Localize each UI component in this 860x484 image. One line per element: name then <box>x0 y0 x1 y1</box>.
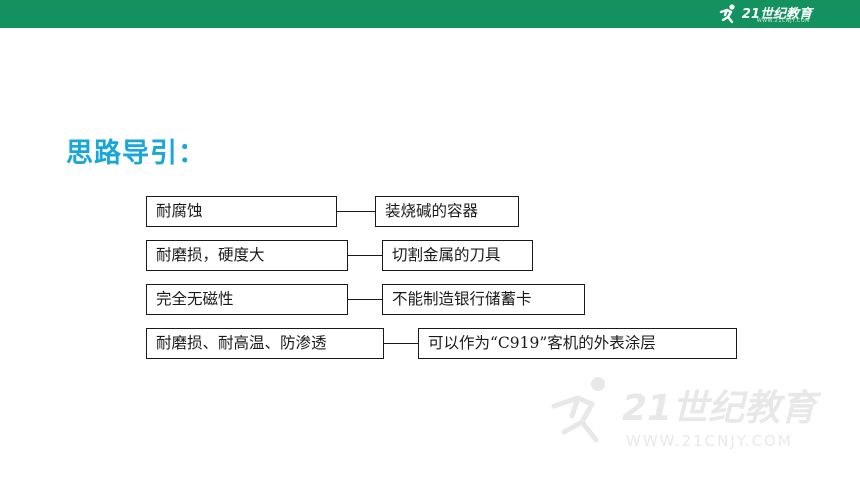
property-box-1: 耐腐蚀 <box>146 196 337 227</box>
logo-brand-text: 21世纪教育 <box>741 6 812 22</box>
watermark-brand-text: 21世纪教育 <box>622 388 822 429</box>
connector-line-3 <box>348 299 382 300</box>
use-box-3: 不能制造银行储蓄卡 <box>382 284 585 315</box>
watermark-runner-icon <box>551 377 605 443</box>
connector-line-1 <box>337 211 375 212</box>
use-box-4: 可以作为“C919”客机的外表涂层 <box>418 328 737 359</box>
property-box-3: 完全无磁性 <box>146 284 348 315</box>
watermark-logo: 21世纪教育 WWW.21CNJY.COM <box>551 377 822 450</box>
property-box-4: 耐磨损、耐高温、防渗透 <box>146 328 384 359</box>
logo-url-text: WWW.21CNJY.COM <box>756 18 810 24</box>
site-logo[interactable]: 21世纪教育 WWW.21CNJY.COM <box>716 3 812 25</box>
property-box-2: 耐磨损，硬度大 <box>146 240 348 271</box>
runner-logo-icon <box>719 4 735 24</box>
connector-line-2 <box>348 255 382 256</box>
use-box-1: 装烧碱的容器 <box>375 196 519 227</box>
watermark-url-text: WWW.21CNJY.COM <box>626 432 793 450</box>
top-header-bar: 21世纪教育 WWW.21CNJY.COM <box>0 0 860 28</box>
use-box-2: 切割金属的刀具 <box>382 240 533 271</box>
connector-line-4 <box>384 343 418 344</box>
section-heading: 思路导引： <box>66 138 206 169</box>
